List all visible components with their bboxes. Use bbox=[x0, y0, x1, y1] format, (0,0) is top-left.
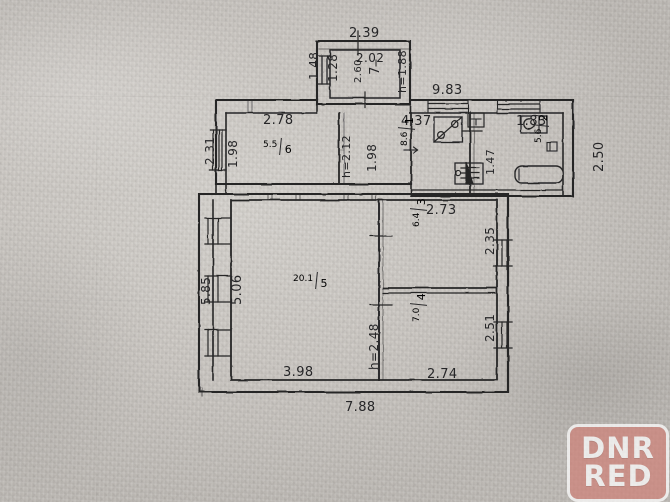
room-2-number: 2 bbox=[537, 114, 550, 122]
room-6-number: 6 bbox=[284, 143, 292, 156]
room-6-area: 5.5 bbox=[263, 139, 278, 150]
room-1-area: 8.6 bbox=[399, 131, 410, 146]
room-7-height-note: h=1.88 bbox=[396, 49, 409, 93]
room-6-label: 5.5 6 bbox=[263, 138, 292, 155]
dim-room6-right: 1.98 bbox=[365, 143, 379, 172]
room-2-label: 5.6 2 bbox=[532, 114, 550, 143]
room-6-height-note: h=2.12 bbox=[340, 134, 353, 178]
dim-top-small-inner: 2.02 bbox=[356, 51, 385, 65]
room-4-area: 7.0 bbox=[411, 307, 422, 322]
dim-top-small-side: 2.60 bbox=[353, 59, 364, 83]
dim-top-small-left-outer: 1.48 bbox=[307, 51, 321, 80]
dim-room2-left: 1.47 bbox=[484, 148, 497, 175]
dim-right-outer: 2.50 bbox=[592, 141, 607, 172]
room-1-number: 1 bbox=[403, 117, 416, 125]
dim-room4-right: 2.51 bbox=[483, 313, 497, 342]
dim-left-outer: 5.85 bbox=[199, 276, 213, 305]
dim-room3-right: 2.35 bbox=[483, 226, 497, 255]
dim-room1-top: 4.37 bbox=[401, 114, 432, 129]
room-7-number: 7 bbox=[367, 66, 383, 75]
watermark-line-2: RED bbox=[583, 459, 653, 493]
watermark-dnr-red: DNR RED bbox=[567, 424, 669, 502]
dim-room6-left-outer: 2.31 bbox=[203, 136, 217, 165]
room-3-area: 6.4 bbox=[411, 212, 422, 227]
room-1-label: 8.6 1 bbox=[398, 117, 416, 146]
dim-room5-bottom: 3.98 bbox=[283, 365, 314, 380]
room-4-number: 4 bbox=[415, 293, 428, 301]
dim-room6-top: 2.78 bbox=[263, 113, 294, 128]
watermark-line-1: DNR bbox=[581, 431, 655, 466]
dim-room4-bottom: 2.74 bbox=[427, 367, 458, 382]
dim-overall-top: 9.83 bbox=[432, 83, 463, 98]
room-4-label: 7.0 4 bbox=[410, 293, 428, 322]
room-3-number: 3 bbox=[415, 198, 428, 206]
dim-left-inner: 5.06 bbox=[230, 274, 245, 305]
room-3-label: 6.4 3 bbox=[410, 198, 428, 227]
room-5-height-note: h=2.48 bbox=[367, 323, 381, 370]
dim-room3-top: 2.73 bbox=[426, 203, 457, 218]
room-5-area: 20.1 bbox=[293, 273, 314, 284]
room-5-label: 20.1 5 bbox=[293, 272, 327, 289]
room-5-number: 5 bbox=[320, 277, 328, 290]
room-2-area: 5.6 bbox=[533, 128, 544, 143]
dim-top-small-outer: 2.39 bbox=[349, 26, 380, 41]
dim-overall-bottom: 7.88 bbox=[345, 400, 376, 415]
dim-room6-left-inner: 1.98 bbox=[226, 139, 240, 168]
dim-top-small-left-inner: 1.28 bbox=[326, 53, 340, 82]
